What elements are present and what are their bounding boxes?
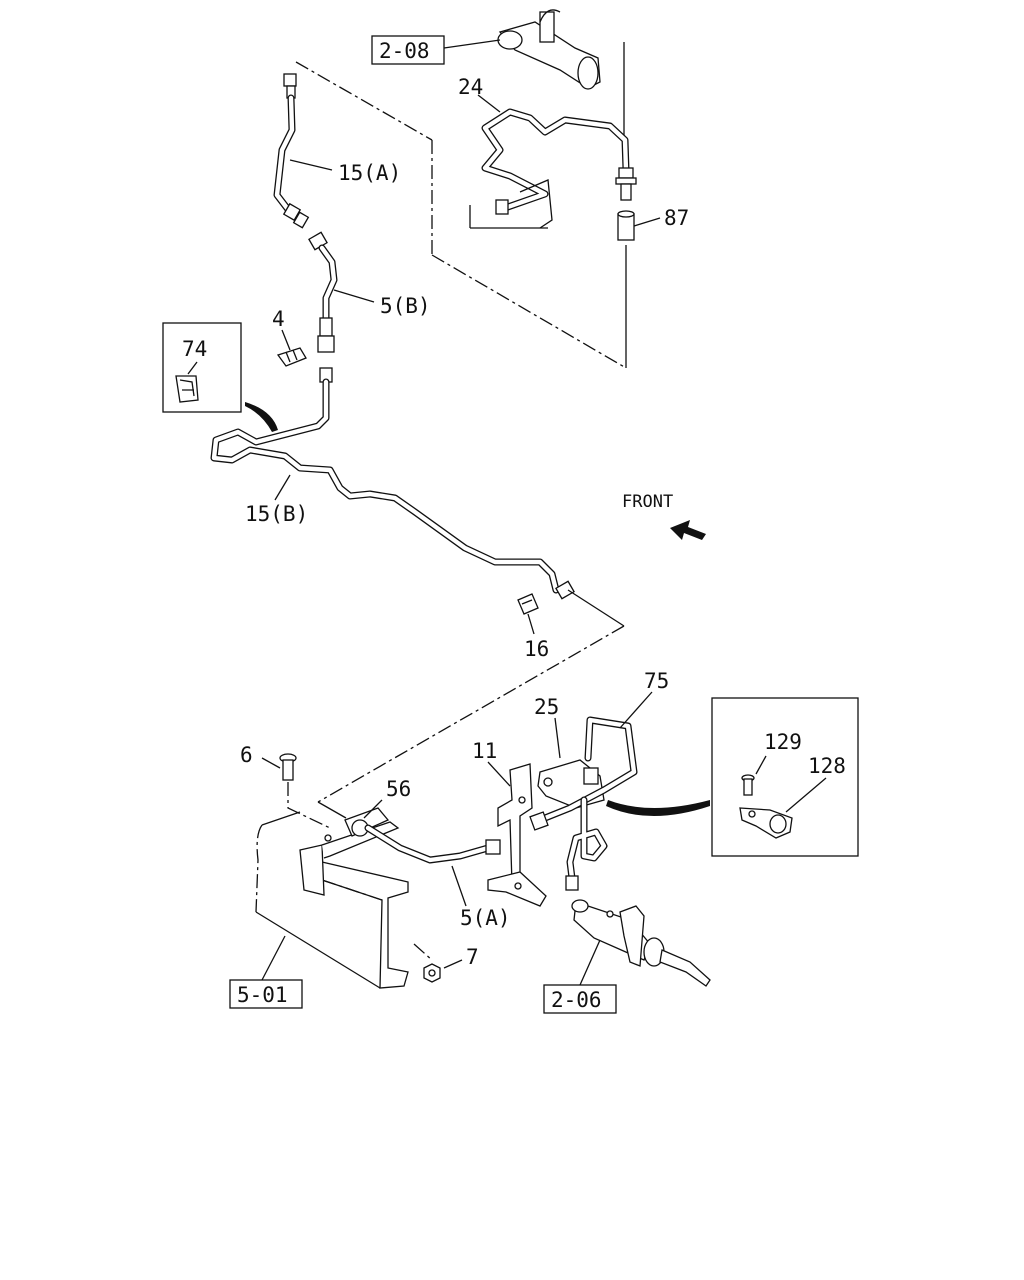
master-cylinder-top	[497, 9, 601, 90]
part-label-128: 128	[808, 754, 846, 778]
leader-24	[477, 94, 501, 113]
leader-129	[755, 755, 767, 775]
part-label-5a: 5(A)	[460, 906, 511, 930]
leader-6	[261, 757, 281, 769]
part-label-15a: 15(A)	[338, 161, 401, 185]
pipe-15a	[273, 73, 310, 229]
part-label-15b: 15(B)	[245, 502, 308, 526]
leader-15b	[274, 474, 291, 501]
part-label-74: 74	[182, 337, 207, 361]
part-label-5b: 5(B)	[380, 294, 431, 318]
nut-7	[423, 963, 441, 983]
bolt-6-path	[287, 782, 331, 829]
leader-74	[187, 361, 198, 375]
leader-7	[443, 959, 463, 969]
detail-arrow-74	[245, 402, 278, 432]
leader-5a	[451, 865, 467, 907]
clamp-128	[739, 807, 793, 839]
leader-25	[554, 717, 561, 759]
ref-label-2-06: 2-06	[551, 988, 602, 1012]
front-arrow-icon	[670, 520, 706, 540]
top-assembly-outline	[295, 42, 627, 369]
leader-4	[281, 329, 291, 351]
pipe-24	[481, 108, 637, 229]
leader-15a	[289, 159, 333, 171]
leader-16	[527, 613, 535, 635]
bolt-129	[741, 774, 755, 796]
part-label-87: 87	[664, 206, 689, 230]
part-label-6: 6	[240, 743, 253, 767]
ref-box-2-08	[371, 35, 445, 65]
clip-74	[175, 375, 199, 403]
pipe-75	[529, 716, 638, 891]
nut-7-path	[413, 943, 433, 961]
leader-2-06	[579, 939, 601, 986]
leader-75	[619, 691, 653, 729]
detail-box-128	[711, 697, 859, 857]
hose-5a	[364, 824, 501, 864]
bracket-11	[487, 763, 547, 907]
dash-link-a	[567, 589, 625, 627]
clip-16	[517, 593, 539, 615]
leader-11	[487, 761, 511, 787]
part-label-56: 56	[386, 777, 411, 801]
part-label-4: 4	[272, 307, 285, 331]
pipe-15b	[210, 367, 575, 600]
part-label-24: 24	[458, 75, 483, 99]
leader-5-01	[261, 935, 286, 981]
slave-cylinder	[571, 899, 711, 987]
ref-label-5-01: 5-01	[237, 983, 288, 1007]
part-label-25: 25	[534, 695, 559, 719]
leader-5b	[333, 289, 375, 303]
detail-box-74	[162, 322, 242, 413]
ref-label-2-08: 2-08	[379, 39, 430, 63]
dash-link-c	[317, 801, 347, 819]
bracket-25	[537, 759, 605, 809]
leader-2-08	[443, 39, 501, 49]
pipe-5b	[308, 231, 338, 353]
ref-box-2-06	[543, 984, 617, 1014]
leader-128	[785, 777, 827, 813]
part-label-16: 16	[524, 637, 549, 661]
part-label-11: 11	[472, 739, 497, 763]
bolt-6	[279, 753, 297, 781]
leader-87	[633, 217, 661, 227]
front-label: FRONT	[622, 492, 673, 512]
part-label-7: 7	[466, 945, 479, 969]
detail-arrow-128	[606, 800, 710, 816]
clip-4	[276, 347, 307, 367]
leader-56	[363, 799, 383, 819]
part-87	[617, 210, 635, 241]
ref-box-5-01	[229, 979, 303, 1009]
part-label-129: 129	[764, 730, 802, 754]
dash-link-b	[317, 625, 625, 803]
frame-5-01	[255, 811, 409, 989]
part-label-75: 75	[644, 669, 669, 693]
